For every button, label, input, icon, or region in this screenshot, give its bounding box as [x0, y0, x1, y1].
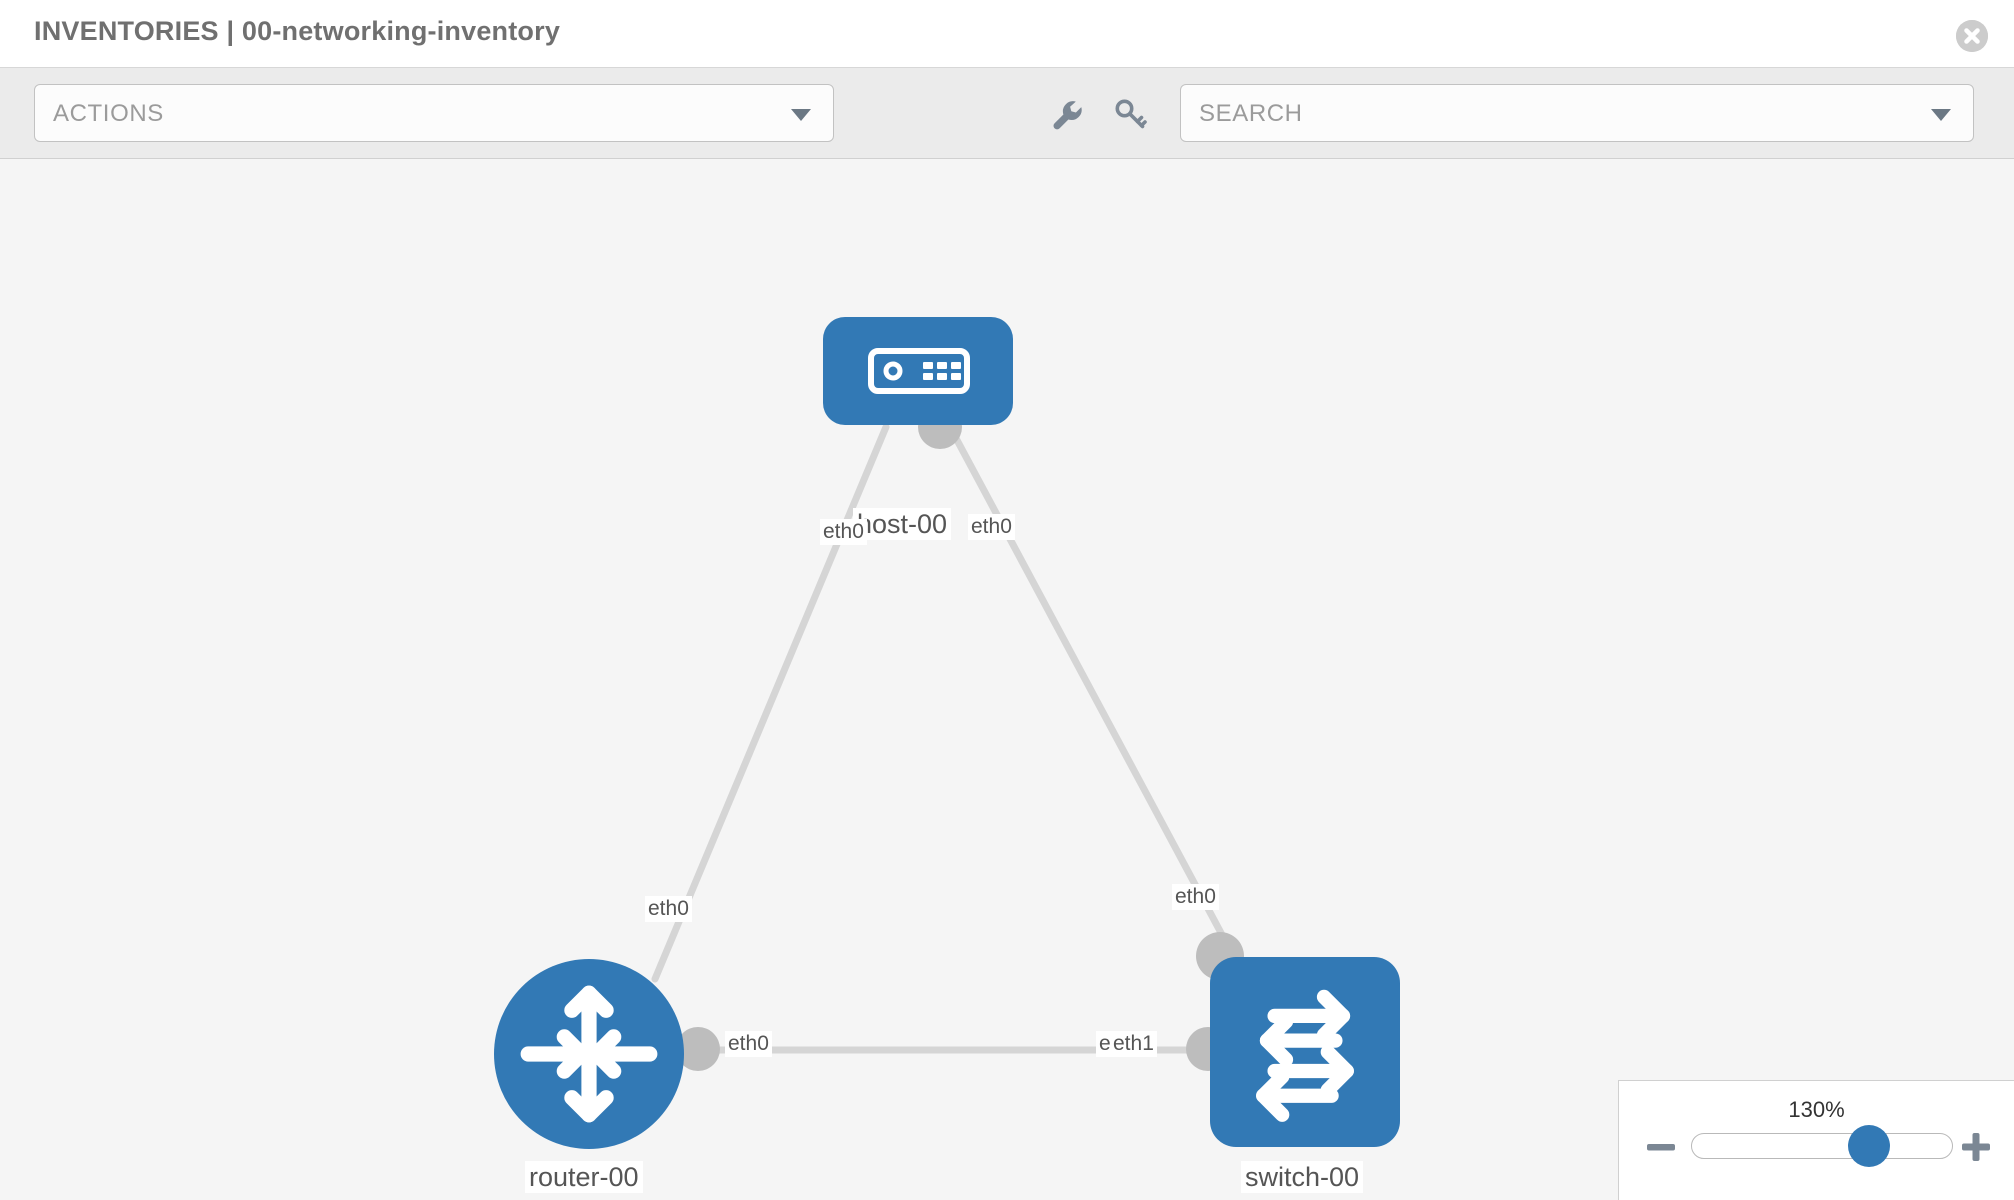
close-icon[interactable]	[1956, 20, 1988, 52]
chevron-down-icon[interactable]	[1931, 109, 1951, 121]
zoom-slider-track[interactable]	[1691, 1133, 1953, 1159]
page-header: INVENTORIES | 00-networking-inventory	[0, 0, 2014, 68]
edge-label-router-eth0-right: eth0	[725, 1031, 772, 1057]
edge-label-switch-eth0-upper: eth0	[1172, 884, 1219, 910]
plus-icon[interactable]	[1958, 1129, 1994, 1165]
wrench-icon[interactable]	[1046, 94, 1086, 134]
topology-links	[651, 423, 1239, 1054]
node-router-00[interactable]	[494, 959, 684, 1149]
actions-dropdown-label: ACTIONS	[53, 100, 164, 127]
zoom-control-panel: 130%	[1618, 1080, 2014, 1200]
edge-label-switch-eth1: eth1	[1110, 1031, 1157, 1057]
page-title: INVENTORIES | 00-networking-inventory	[34, 16, 561, 46]
topology-canvas[interactable]: host-00 router-00 switch-00 eth0 eth0 et…	[0, 159, 2014, 1200]
zoom-slider-thumb[interactable]	[1848, 1125, 1890, 1167]
toolbar: ACTIONS SEARCH	[0, 68, 2014, 159]
search-placeholder: SEARCH	[1199, 100, 1303, 127]
edge-label-router-eth0-upper: eth0	[645, 896, 692, 922]
chevron-down-icon	[791, 109, 811, 121]
key-icon[interactable]	[1110, 94, 1150, 134]
edge-label-host-eth0-left: eth0	[820, 519, 867, 545]
node-label-router-00: router-00	[525, 1161, 643, 1193]
node-label-host-00: host-00	[853, 508, 952, 540]
actions-dropdown[interactable]: ACTIONS	[34, 84, 834, 142]
node-label-switch-00: switch-00	[1241, 1161, 1364, 1193]
zoom-level-label: 130%	[1788, 1097, 1845, 1122]
node-host-00[interactable]	[823, 317, 1013, 425]
edge-label-host-eth0-right: eth0	[968, 514, 1015, 540]
search-input[interactable]: SEARCH	[1180, 84, 1974, 142]
node-switch-00[interactable]	[1210, 957, 1400, 1147]
link-host-switch	[946, 423, 1239, 963]
minus-icon[interactable]	[1643, 1129, 1679, 1165]
